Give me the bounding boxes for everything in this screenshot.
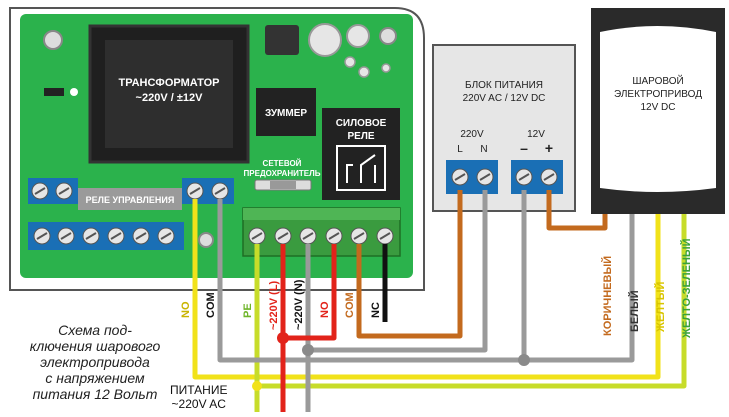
- wire-gray-n: [305, 190, 488, 412]
- wire-red-l: [280, 244, 337, 412]
- junction-dot: [302, 344, 314, 356]
- svg-text:12V DC: 12V DC: [640, 102, 675, 113]
- label-brown: КОРИЧНЕВЫЙ: [601, 256, 614, 336]
- psu-terminal-plus: +: [545, 140, 553, 156]
- terminal-block-control: [182, 178, 234, 204]
- power-label: ПИТАНИЕ ~220V AC: [170, 383, 227, 411]
- label-yellow: ЖЕЛТЫЙ: [654, 282, 667, 333]
- terminal-block-left: [28, 178, 78, 204]
- svg-text:220V AC / 12V DC: 220V AC / 12V DC: [463, 93, 546, 104]
- led-indicator: [44, 88, 64, 96]
- mount-hole-icon: [379, 27, 397, 45]
- mount-hole-icon: [43, 30, 63, 50]
- psu-title: БЛОК ПИТАНИЯ: [465, 80, 543, 91]
- control-relay-label: РЕЛЕ УПРАВЛЕНИЯ: [86, 195, 175, 205]
- label-n: ~220V (N): [293, 279, 305, 330]
- power-label-line: ~220V AC: [171, 397, 226, 411]
- terminal-block-bottom: [28, 222, 184, 250]
- power-relay-label: СИЛОВОЕ: [336, 118, 387, 129]
- psu-terminal-n: N: [480, 144, 487, 155]
- power-relay: [322, 108, 400, 200]
- label-com-brown: COM: [344, 292, 356, 318]
- caption-line: питания 12 Вольт: [32, 386, 158, 402]
- label-no-red: NO: [319, 301, 331, 318]
- terminal-block-power: [242, 207, 401, 257]
- caption-line: Схема под-: [58, 322, 132, 338]
- psu-dc-terminal-block: [511, 160, 563, 194]
- label-no-yellow: NO: [180, 301, 192, 318]
- junction-dot: [277, 332, 289, 344]
- psu-terminal-l: L: [457, 144, 463, 155]
- svg-text:РЕЛЕ: РЕЛЕ: [347, 131, 374, 142]
- fuse-label: СЕТЕВОЙ: [263, 159, 302, 168]
- label-white: БЕЛЫЙ: [628, 290, 641, 332]
- caption-line: ключения шарового: [29, 338, 161, 354]
- wire-brown-com: [356, 190, 463, 339]
- wire-brown-plus: [546, 190, 608, 231]
- caption-line: с напряжением: [45, 370, 145, 386]
- transformer-label: ТРАНСФОРМАТОР: [119, 77, 220, 89]
- label-pe: PE: [242, 303, 254, 318]
- junction-dot: [252, 381, 262, 391]
- label-l: ~220V (L): [268, 280, 280, 330]
- caption-line: электропривода: [40, 354, 150, 370]
- relay-symbol-icon: [336, 145, 386, 191]
- transformer-voltage: ~220V / ±12V: [136, 92, 204, 104]
- junction-dot: [518, 354, 530, 366]
- actuator-title: ШАРОВОЙ: [632, 74, 683, 87]
- wire-yellow-no: [192, 199, 661, 380]
- mount-hole-icon: [198, 232, 214, 248]
- psu-terminal-minus: –: [520, 140, 528, 156]
- label-yellowgreen: ЖЕЛТО-ЗЕЛЕНЫЙ: [680, 238, 693, 339]
- psu-ac-terminal-block: [446, 160, 498, 194]
- label-nc: NC: [370, 302, 382, 318]
- capacitor-round: [308, 23, 342, 57]
- psu-dc-label: 12V: [527, 129, 545, 140]
- diagram-caption: Схема под- ключения шарового электроприв…: [10, 322, 180, 402]
- svg-text:ЭЛЕКТРОПРИВОД: ЭЛЕКТРОПРИВОД: [614, 89, 702, 100]
- label-com-gray: COM: [205, 292, 217, 318]
- buzzer: [256, 88, 316, 136]
- psu-ac-label: 220V: [460, 129, 484, 140]
- led-icon: [70, 88, 78, 96]
- svg-text:ПРЕДОХРАНИТЕЛЬ: ПРЕДОХРАНИТЕЛЬ: [244, 169, 321, 178]
- power-label-line: ПИТАНИЕ: [170, 383, 228, 397]
- wire-gray-com: [217, 199, 635, 363]
- buzzer-label: ЗУММЕР: [265, 108, 307, 119]
- capacitor: [265, 25, 299, 55]
- control-relay: [78, 188, 182, 210]
